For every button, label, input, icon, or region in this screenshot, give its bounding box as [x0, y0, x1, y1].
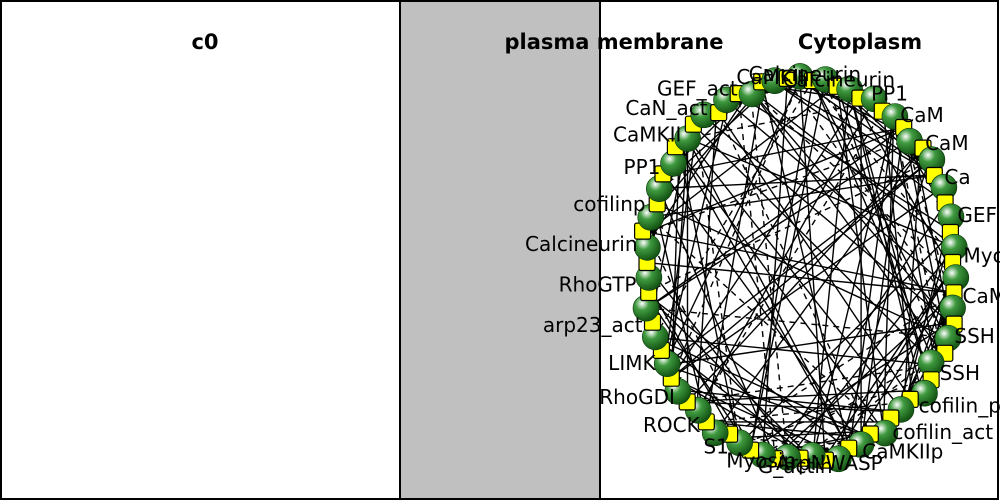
node-label: S1: [703, 435, 728, 459]
node-label: cofilin_p: [919, 393, 1000, 417]
node-label: PP1: [871, 81, 908, 105]
node-label: CaMKIIp: [963, 284, 1000, 308]
compartment-title-plasma-membrane: plasma membrane: [504, 30, 723, 54]
node-label: SSH: [940, 361, 980, 385]
node-label: CaM: [925, 131, 968, 155]
node-label: LIMK: [608, 351, 656, 375]
compartment-c0: [1, 1, 400, 499]
node-label: RhoGTP: [559, 273, 637, 297]
node-label: cofilinp: [573, 192, 645, 216]
node-label: CaM: [900, 103, 943, 127]
node-label: Myosin: [726, 448, 796, 472]
node-label: Ca: [944, 165, 970, 189]
node-label: MyoII_act: [964, 243, 1000, 267]
node-label: Calcineurin: [525, 232, 637, 256]
node-label: GEF: [957, 203, 997, 227]
node-label: GEF_act: [657, 77, 738, 101]
node-label: RhoGDI: [599, 385, 675, 409]
node-label: arp23_act: [543, 313, 643, 337]
node-label: CaMKII: [613, 123, 681, 147]
node-label: ROCK: [643, 413, 701, 437]
node-label: SSH: [954, 324, 994, 348]
compartment-title-cytoplasm: Cytoplasm: [798, 30, 922, 54]
node-label: PP1: [624, 155, 661, 179]
compartment-title-c0: c0: [191, 30, 218, 54]
